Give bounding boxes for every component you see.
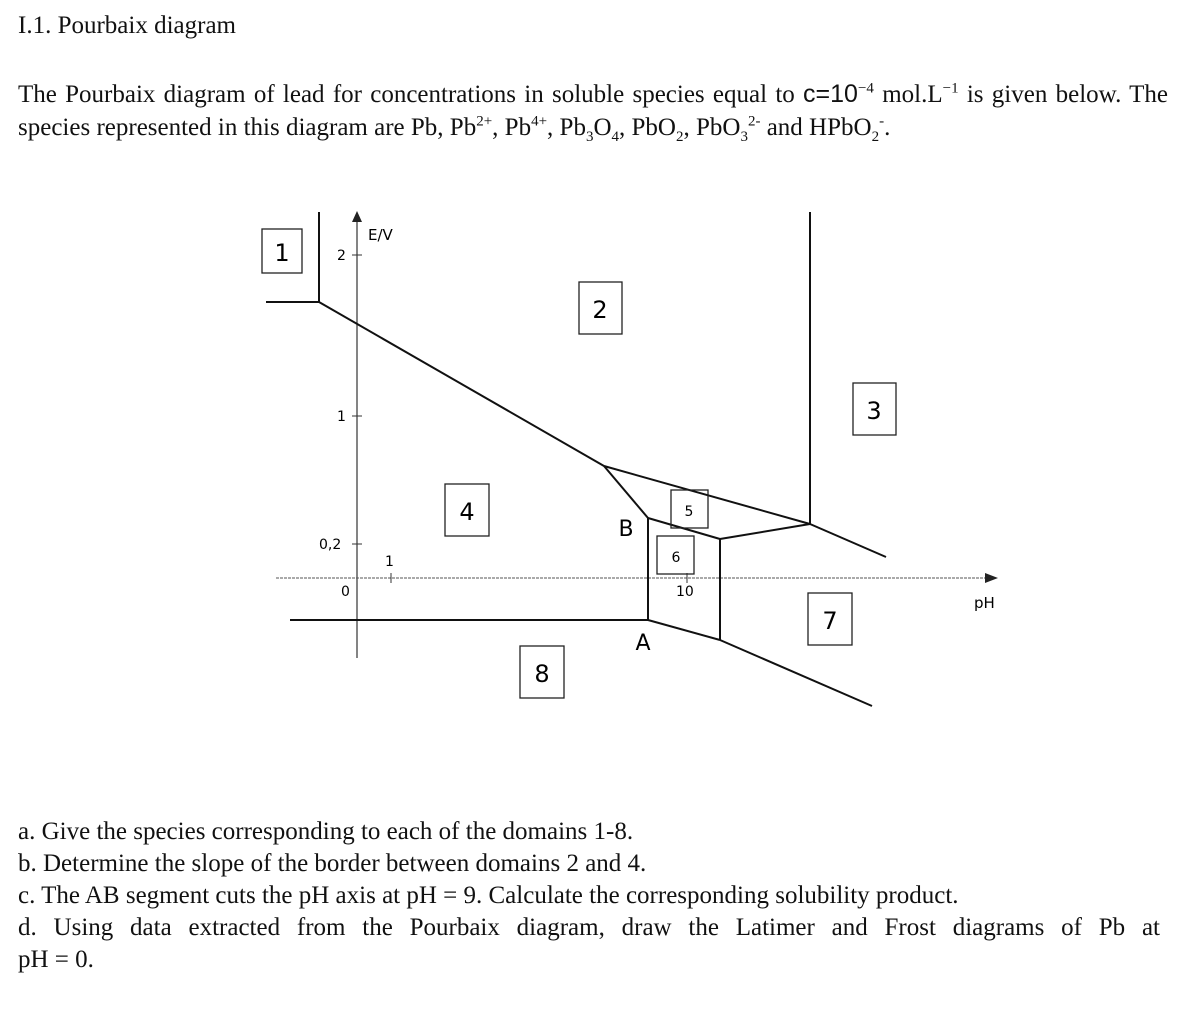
unit-exponent: −1 xyxy=(942,80,959,97)
boundary-7-8 xyxy=(719,639,873,707)
domain-label-1: 1 xyxy=(274,239,289,267)
domain-box-7 xyxy=(807,592,853,646)
axis-x-label: pH xyxy=(974,594,995,612)
domain-label-5: 5 xyxy=(685,504,694,520)
pb3o4-oxygen: O xyxy=(593,114,612,141)
x-axis-arrow xyxy=(985,573,998,583)
point-label-B: B xyxy=(618,517,633,542)
species-separator: , Pb xyxy=(492,114,532,141)
species-separator: , Pb xyxy=(547,114,586,141)
boundary-2-4 xyxy=(318,301,605,467)
domain-box-1 xyxy=(261,228,303,274)
domain-label-3: 3 xyxy=(866,397,881,425)
pb2-charge: 2+ xyxy=(476,113,493,130)
pb3o4-subscript-4: 4 xyxy=(611,129,620,145)
domain-box-6 xyxy=(656,535,695,575)
domain-label-7: 7 xyxy=(822,607,837,635)
domain-box-3 xyxy=(852,382,897,436)
axis-y-label: E/V xyxy=(368,226,394,244)
question-list: a. Give the species corresponding to eac… xyxy=(18,816,1160,976)
pb4-charge: 4+ xyxy=(531,113,548,130)
concentration-exponent: −4 xyxy=(857,80,874,97)
domain-label-2: 2 xyxy=(592,296,607,324)
domain-box-2 xyxy=(578,281,623,335)
question-d: d. Using data extracted from the Pourbai… xyxy=(18,914,1160,941)
domain-box-8 xyxy=(519,645,565,699)
question-b: b. Determine the slope of the border bet… xyxy=(18,850,647,877)
section-title: I.1. Pourbaix diagram xyxy=(18,12,237,39)
y-tick-label-0-2: 0,2 xyxy=(319,537,341,553)
boundary-3-7 xyxy=(809,523,887,558)
question-d-continued: pH = 0. xyxy=(18,946,94,973)
point-label-A: A xyxy=(635,631,650,656)
intro-period: . xyxy=(884,114,891,141)
concentration-symbol: c=10 xyxy=(803,80,858,108)
species-separator: , PbO xyxy=(683,114,741,141)
intro-text-1: The Pourbaix diagram of lead for concent… xyxy=(18,81,795,108)
boundary-6-7-upper xyxy=(719,523,811,540)
question-c: c. The AB segment cuts the pH axis at pH… xyxy=(18,882,959,909)
domain-box-4 xyxy=(444,483,490,537)
y-tick-label-1: 1 xyxy=(337,409,346,425)
domain-label-8: 8 xyxy=(534,660,549,688)
hpbo2-subscript: 2 xyxy=(871,129,880,145)
y-tick-label-0: 0 xyxy=(341,584,350,600)
intro-text-2: is given below. The species represented … xyxy=(18,81,1169,141)
intro-paragraph: The Pourbaix diagram of lead for concent… xyxy=(18,78,1169,145)
species-separator: , PbO xyxy=(619,114,676,141)
domain-label-6: 6 xyxy=(672,550,681,566)
x-tick-label-10: 10 xyxy=(676,584,694,600)
concentration-unit: mol.L xyxy=(873,81,943,108)
boundary-6-8 xyxy=(647,619,721,641)
domain-boundaries xyxy=(266,212,887,707)
pbo3-subscript: 3 xyxy=(740,129,748,145)
question-a: a. Give the species corresponding to eac… xyxy=(18,818,634,845)
domain-label-4: 4 xyxy=(459,498,474,526)
boundary-4-5 xyxy=(603,465,649,519)
y-axis-arrow xyxy=(352,211,362,222)
x-tick-label-1: 1 xyxy=(385,554,394,570)
pb3o4-subscript-3: 3 xyxy=(585,129,594,145)
pbo2-subscript: 2 xyxy=(675,129,684,145)
boundary-2-5 xyxy=(603,465,811,525)
y-tick-label-2: 2 xyxy=(337,248,346,264)
pbo3-charge: 2- xyxy=(747,113,761,130)
species-separator: and HPbO xyxy=(760,114,872,141)
hpbo2-charge: - xyxy=(879,113,885,130)
domain-box-5 xyxy=(670,489,709,529)
